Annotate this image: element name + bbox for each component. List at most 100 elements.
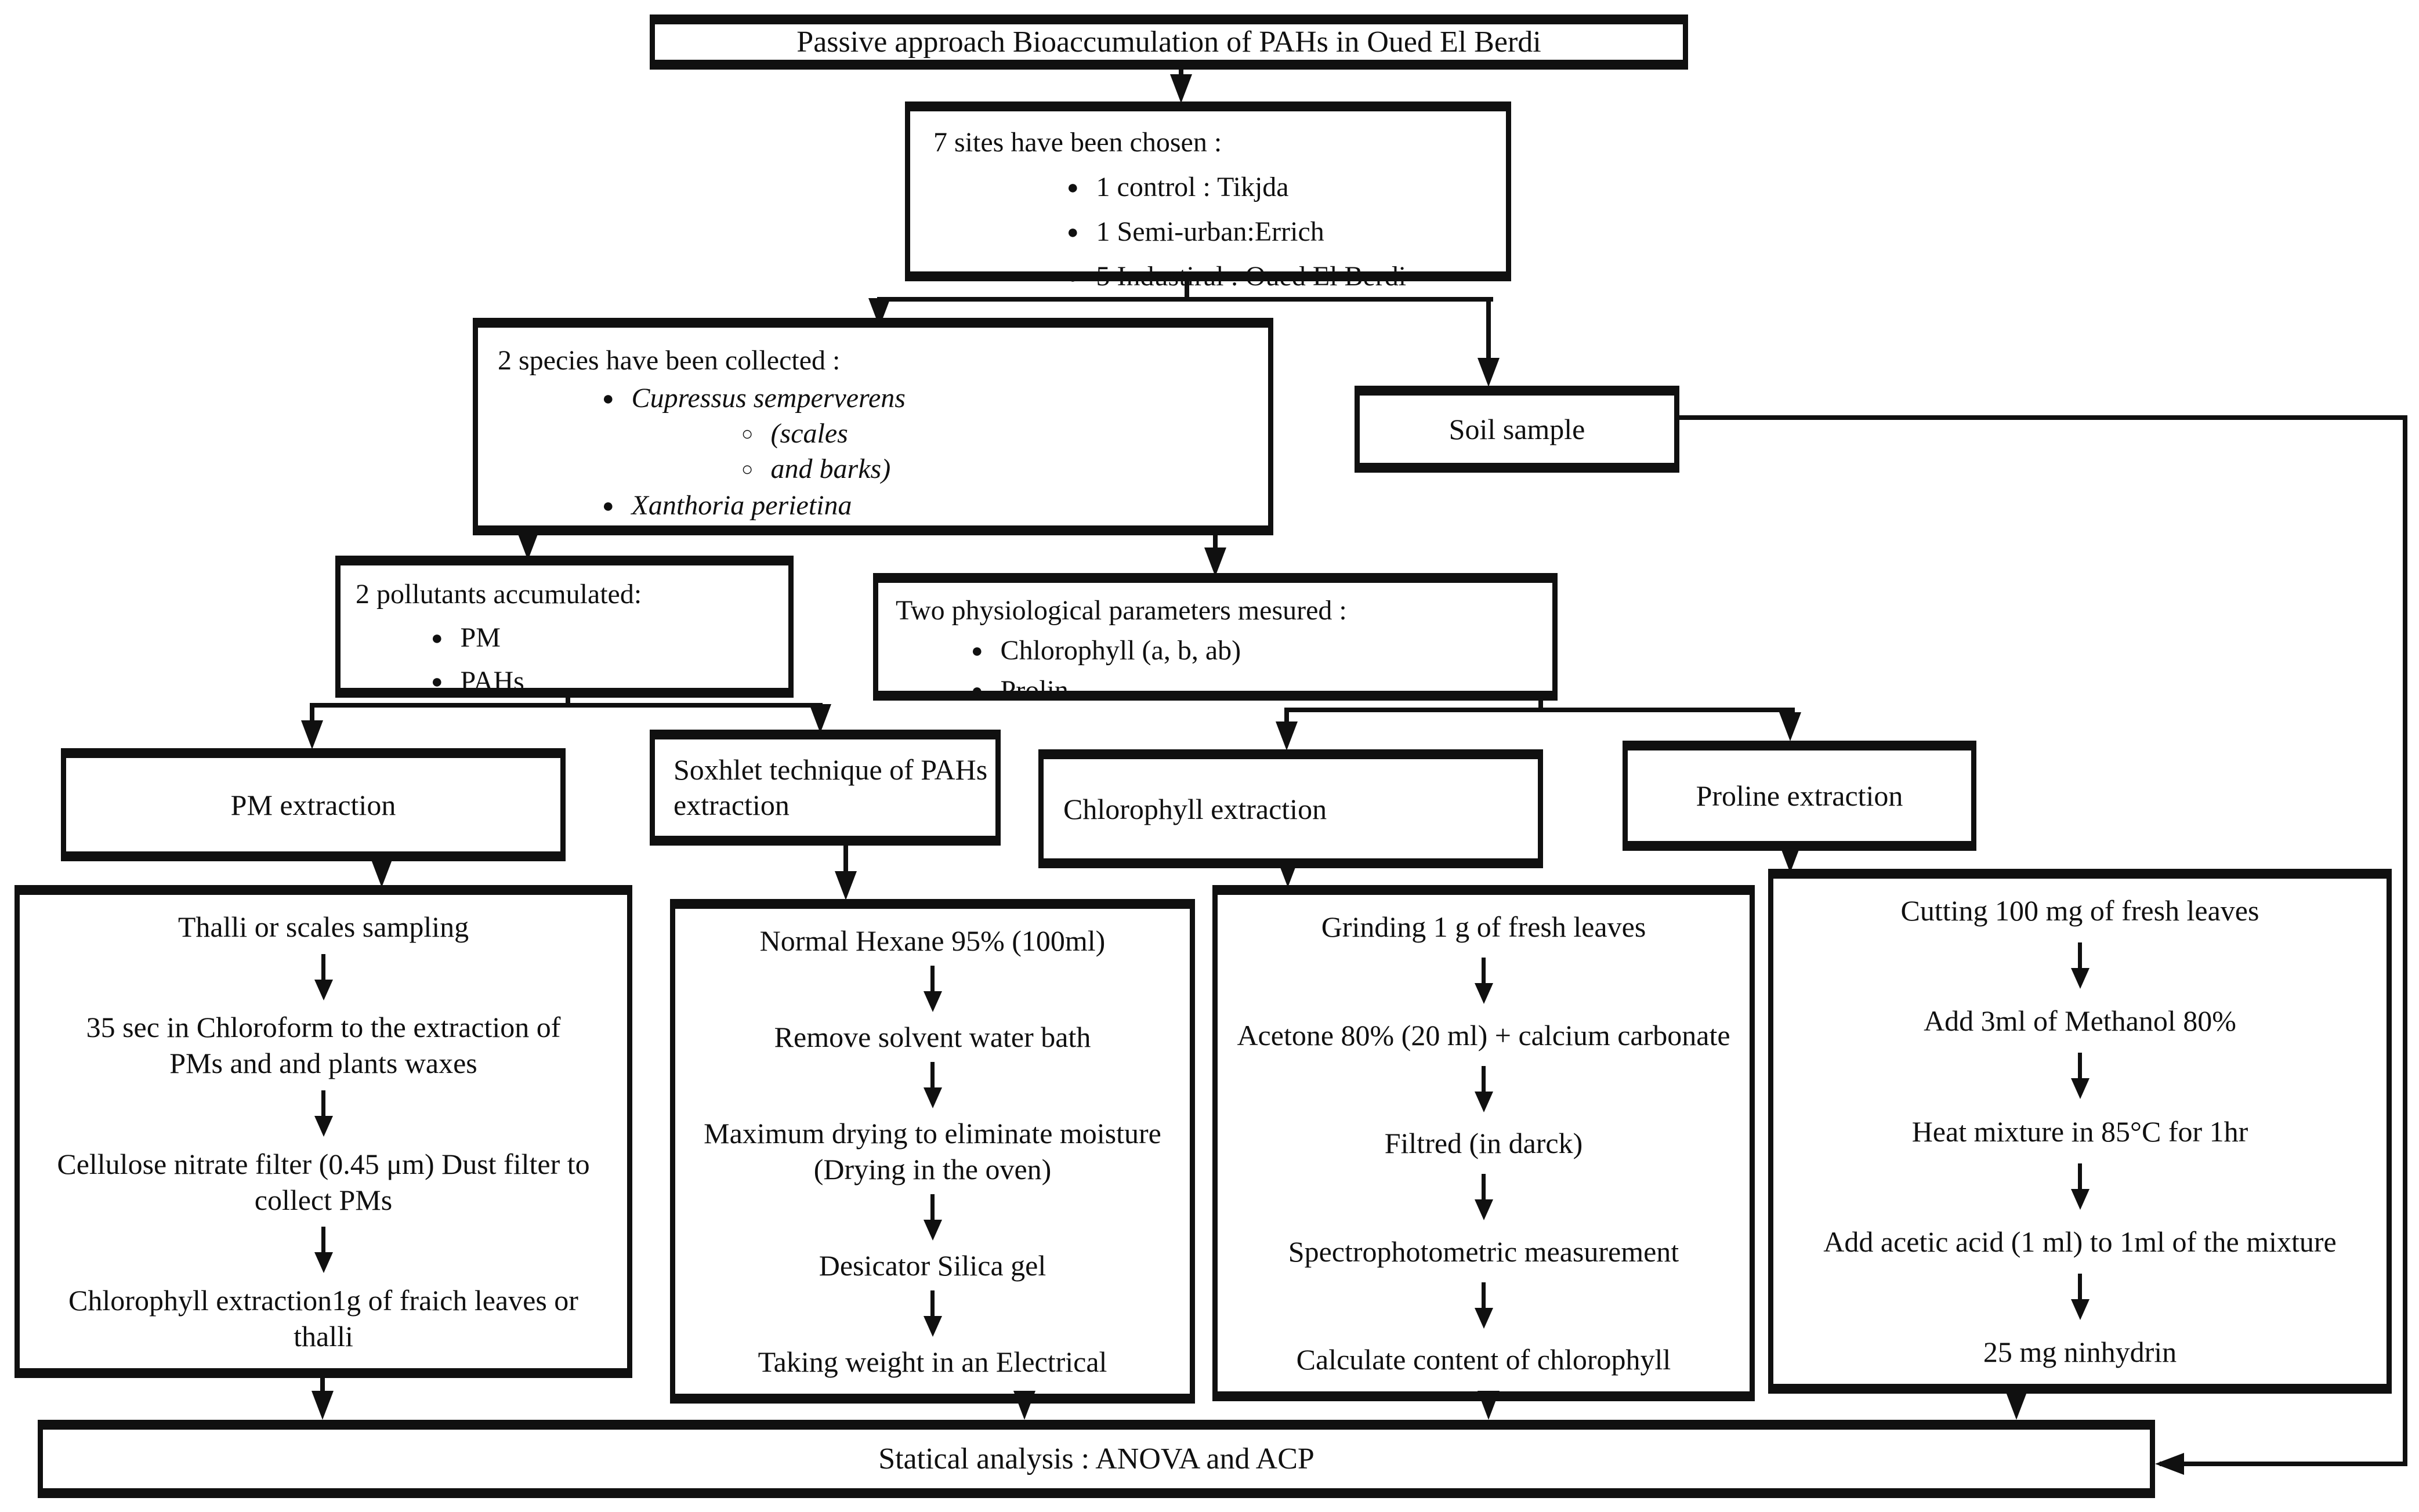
arrow-stem [2078,942,2082,969]
arrowhead-pm-ext-to-steps [371,858,393,887]
pm-step: 35 sec in Chloroform to the extraction o… [86,1011,561,1080]
down-arrow-icon [2070,1273,2090,1320]
bullet-icon: ● [431,628,443,649]
arrow-stem [1482,1174,1486,1200]
species-subitem-label: (scales [770,418,848,449]
arrow-stem [2078,1273,2082,1299]
connector-to-pm-extraction [310,703,314,721]
connector-pollutants-stub [566,698,570,708]
bullet-icon: ● [971,640,983,662]
parameters-box: Two physiological parameters mesured : ●… [873,573,1558,706]
down-arrow-icon [2070,1053,2090,1100]
proline-step: 25 mg ninhydrin [1983,1336,2177,1368]
down-arrow-icon [923,1194,942,1241]
chlorophyll-step: Calculate content of chlorophyll [1296,1343,1671,1376]
parameters-item-prolin: ● Prolin [971,675,1548,706]
chlorophyll-step: Spectrophotometric measurement [1288,1235,1679,1268]
species-item-xanthoria: ● Xanthoria perietina [602,490,1262,521]
pm-step: Thalli or scales sampling [178,911,469,943]
sites-item-label: 1 Semi-urban:Errich [1096,216,1324,247]
arrowhead-to-soil [1478,358,1500,387]
arrow-stem [2078,1163,2082,1189]
arrow-head [1474,1199,1493,1221]
bullet-icon: ● [1067,177,1079,198]
soxhlet-extraction-label: Soxhlet technique of PAHs extraction [673,753,988,821]
connector-soil-right [1679,415,2407,420]
arrow-stem [1482,1282,1486,1308]
bullet-icon: ● [602,495,614,517]
arrow-head [314,1115,333,1137]
title-box: Passive approach Bioaccumulation of PAHs… [650,14,1688,70]
down-arrow-icon [2070,942,2090,989]
arrow-stem [930,1290,935,1316]
arrowhead-to-soxhlet [809,704,831,733]
arrow-head [2070,1188,2090,1210]
bullet-icon: ● [971,680,983,702]
hollow-bullet-icon: ○ [741,423,754,445]
arrowhead-title-to-sites [1170,74,1192,103]
connector-to-soil [1486,297,1491,361]
arrow-head [1474,1091,1493,1112]
down-arrow-icon [923,1290,942,1337]
down-arrow-icon [314,953,333,1000]
arrow-stem [930,1194,935,1220]
soxhlet-step: Remove solvent water bath [774,1021,1091,1053]
chlorophyll-step: Grinding 1 g of fresh leaves [1321,911,1646,943]
connector-parameters-stub [1538,701,1543,712]
down-arrow-icon [1474,1282,1493,1329]
down-arrow-icon [2070,1163,2090,1210]
connector-pollutants-split [310,703,823,708]
arrowhead-soxhlet-ext-to-steps [835,871,857,900]
chlorophyll-step: Acetone 80% (20 ml) + calcium carbonate [1237,1018,1730,1051]
connector-species-to-parameters [1213,535,1218,553]
pm-steps-box: Thalli or scales sampling 35 sec in Chlo… [15,885,632,1378]
bullet-icon: ● [1067,222,1079,243]
soxhlet-steps-box: Normal Hexane 95% (100ml) Remove solvent… [670,899,1195,1404]
species-subitem-scales: ○ (scales [741,418,1262,449]
connector-to-proline-extraction [1788,708,1792,715]
parameters-item-label: Chlorophyll (a, b, ab) [1000,635,1241,666]
connector-pm-to-stats [320,1378,325,1393]
arrowhead-pm-to-stats [312,1391,334,1420]
species-box: 2 species have been collected : ● Cupres… [473,318,1273,535]
down-arrow-icon [314,1090,333,1137]
arrow-head [2070,1078,2090,1100]
arrow-stem [930,1062,935,1087]
proline-step: Add acetic acid (1 ml) to 1ml of the mix… [1823,1225,2337,1258]
down-arrow-icon [1474,1174,1493,1221]
pm-step: Chlorophyll extraction1g of fraich leave… [68,1283,578,1353]
pollutants-box: 2 pollutants accumulated: ● PM ● PAHs [335,556,794,698]
sites-item-semiurban: ● 1 Semi-urban:Errich [1067,216,1500,248]
connector-to-chlorophyll-extraction [1284,708,1289,723]
arrowhead-soil-to-stats [2155,1453,2184,1475]
bullet-icon: ● [1067,266,1079,288]
parameters-item-chlorophyll: ● Chlorophyll (a, b, ab) [971,634,1548,666]
pollutants-item-label: PAHs [460,666,524,697]
arrow-stem [2078,1053,2082,1079]
species-subitem-barks: ○ and barks) [741,453,1262,485]
pollutants-item-pm: ● PM [431,622,784,654]
arrowhead-chlorophyll-ext-to-steps [1277,858,1299,887]
arrowhead-to-species [868,298,890,327]
pollutants-header: 2 pollutants accumulated: [356,579,642,610]
soxhlet-step: Desicator Silica gel [819,1249,1046,1282]
proline-step: Heat mixture in 85°C for 1hr [1911,1115,2248,1148]
arrow-stem [321,953,325,980]
connector-soil-to-stats [2160,1462,2407,1466]
sites-item-label: 5 Industiral : Oued El Berdi [1096,261,1407,292]
sites-item-industrial: ● 5 Industiral : Oued El Berdi [1067,260,1500,292]
chlorophyll-extraction-box: Chlorophyll extraction [1038,749,1543,868]
arrow-head [923,1220,942,1241]
arrow-head [923,991,942,1012]
pm-step: Cellulose nitrate filter (0.45 μm) Dust … [57,1147,590,1216]
statistical-analysis-label: Statical analysis : ANOVA and ACP [878,1442,1314,1475]
proline-step: Cutting 100 mg of fresh leaves [1900,894,2259,927]
hollow-bullet-icon: ○ [741,458,754,480]
chlorophyll-steps-box: Grinding 1 g of fresh leaves Acetone 80%… [1212,885,1755,1401]
connector-parameters-split [1284,708,1795,712]
connector-sites-stub [1185,281,1189,300]
arrowhead-to-proline-extraction [1779,712,1801,741]
down-arrow-icon [314,1227,333,1274]
sites-header: 7 sites have been chosen : [933,127,1222,158]
